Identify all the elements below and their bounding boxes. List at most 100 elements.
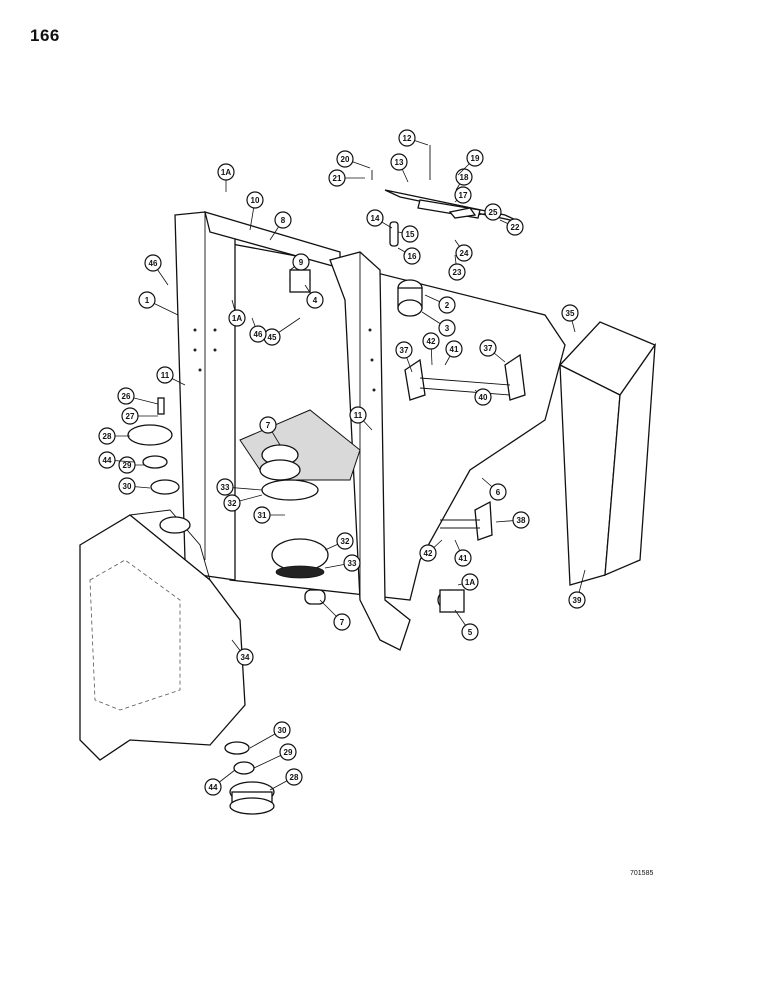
- callout-label: 11: [161, 371, 170, 380]
- callout-label: 1A: [465, 578, 475, 587]
- callout-32: 32: [336, 532, 354, 550]
- callout-15: 15: [401, 225, 419, 243]
- callout-circle: [401, 225, 419, 243]
- callout-35: 35: [561, 304, 579, 322]
- callout-7: 7: [259, 416, 277, 434]
- callout-label: 19: [471, 154, 480, 163]
- callout-circle: [279, 743, 297, 761]
- callout-circle: [216, 478, 234, 496]
- bottom-bearing-stack: [224, 741, 275, 815]
- callout-circle: [223, 494, 241, 512]
- callout-circle: [156, 366, 174, 384]
- callout-16: 16: [403, 247, 421, 265]
- callout-11: 11: [156, 366, 174, 384]
- lower-left-frame: [79, 509, 246, 761]
- callout-8: 8: [274, 211, 292, 229]
- callout-label: 9: [299, 258, 304, 267]
- callout-label: 34: [241, 653, 250, 662]
- callout-circle: [445, 340, 463, 358]
- callout-circle: [98, 427, 116, 445]
- callout-24: 24: [455, 244, 473, 262]
- callout-label: 3: [445, 324, 450, 333]
- callout-label: 17: [459, 191, 468, 200]
- callout-circle: [512, 511, 530, 529]
- callout-circle: [349, 406, 367, 424]
- callout-label: 41: [450, 345, 459, 354]
- callout-circle: [448, 263, 466, 281]
- callout-7: 7: [333, 613, 351, 631]
- callout-label: 7: [340, 618, 345, 627]
- callout-label: 33: [221, 483, 230, 492]
- callout-6: 6: [489, 483, 507, 501]
- callout-circle: [117, 387, 135, 405]
- callout-23: 23: [448, 263, 466, 281]
- callout-circle: [121, 407, 139, 425]
- page-number: 166: [30, 26, 60, 45]
- callout-3: 3: [438, 319, 456, 337]
- figure-code: 701585: [630, 870, 654, 877]
- callout-20: 20: [336, 150, 354, 168]
- callout-label: 25: [489, 208, 498, 217]
- callout-circle: [561, 304, 579, 322]
- callout-30: 30: [118, 477, 136, 495]
- callout-circle: [343, 554, 361, 572]
- callout-13: 13: [390, 153, 408, 171]
- callout-circle: [454, 549, 472, 567]
- callout-27: 27: [121, 407, 139, 425]
- callout-label: 46: [149, 259, 158, 268]
- callout-32: 32: [223, 494, 241, 512]
- callout-label: 26: [122, 392, 131, 401]
- callout-1A: 1A: [228, 309, 246, 327]
- callout-label: 18: [460, 173, 469, 182]
- callout-label: 1A: [232, 314, 242, 323]
- callout-label: 11: [354, 411, 363, 420]
- callout-circle: [259, 416, 277, 434]
- callout-circle: [403, 247, 421, 265]
- callout-label: 12: [403, 134, 412, 143]
- callout-label: 13: [395, 158, 404, 167]
- callout-26: 26: [117, 387, 135, 405]
- callout-label: 8: [281, 216, 286, 225]
- callout-circle: [273, 721, 291, 739]
- upper-pivot-assembly: [261, 479, 319, 501]
- callout-label: 39: [573, 596, 582, 605]
- callout-label: 42: [424, 549, 433, 558]
- callout-18: 18: [455, 168, 473, 186]
- callout-33: 33: [216, 478, 234, 496]
- callout-25: 25: [484, 203, 502, 221]
- callout-circle: [455, 244, 473, 262]
- callout-28: 28: [285, 768, 303, 786]
- callout-41: 41: [445, 340, 463, 358]
- callout-circle: [366, 209, 384, 227]
- callout-37: 37: [395, 341, 413, 359]
- callout-circle: [479, 339, 497, 357]
- callout-circle: [336, 150, 354, 168]
- callout-circle: [98, 451, 116, 469]
- callout-34: 34: [236, 648, 254, 666]
- callout-44: 44: [98, 451, 116, 469]
- callout-circle: [568, 591, 586, 609]
- callout-4: 4: [306, 291, 324, 309]
- callout-circle: [204, 778, 222, 796]
- callout-label: 21: [333, 174, 342, 183]
- callout-label: 37: [484, 344, 493, 353]
- callout-label: 33: [348, 559, 357, 568]
- callout-45: 45: [263, 328, 281, 346]
- callout-circle: [484, 203, 502, 221]
- callout-46: 46: [249, 325, 267, 343]
- callout-circle: [118, 477, 136, 495]
- callout-label: 42: [427, 337, 436, 346]
- callout-circle: [395, 341, 413, 359]
- callout-label: 45: [268, 333, 277, 342]
- callout-circle: [328, 169, 346, 187]
- callout-11: 11: [349, 406, 367, 424]
- callout-label: 5: [468, 628, 473, 637]
- callout-circle: [489, 483, 507, 501]
- callout-label: 27: [126, 412, 135, 421]
- callout-46: 46: [144, 254, 162, 272]
- callout-circle: [398, 129, 416, 147]
- callout-38: 38: [512, 511, 530, 529]
- callout-label: 14: [371, 214, 380, 223]
- callout-circle: [236, 648, 254, 666]
